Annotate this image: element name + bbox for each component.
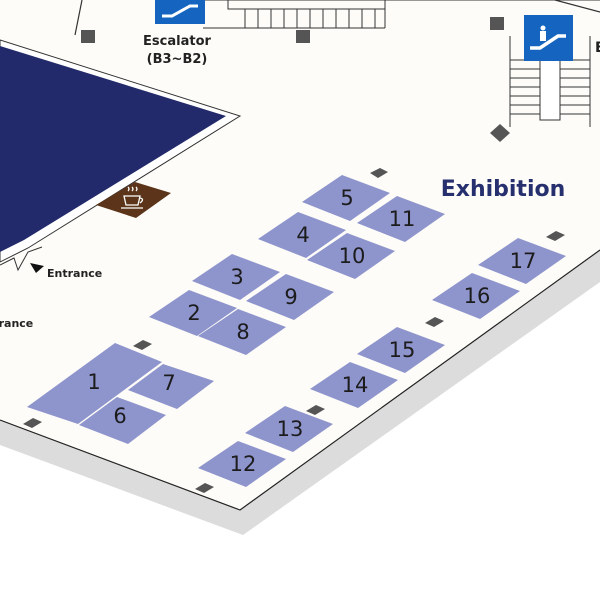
booth-13[interactable]: [245, 406, 333, 452]
booth-label: 3: [230, 265, 243, 289]
booth-14[interactable]: [310, 362, 398, 408]
pillar-icon: [425, 317, 444, 327]
booth-2[interactable]: [149, 290, 237, 336]
escalator-floors-label: (B3~B2): [147, 52, 208, 67]
pillar-icon: [546, 231, 565, 241]
pillars: [23, 17, 565, 493]
wall-line: [74, 0, 83, 36]
booth-8[interactable]: [198, 309, 286, 355]
booth-label: 14: [342, 373, 369, 397]
entrance-arrow-icon: [30, 263, 44, 273]
pillar-icon: [306, 405, 325, 415]
booth-12[interactable]: [198, 441, 286, 487]
section-title: Exhibition: [441, 177, 566, 202]
booth-label: 2: [187, 301, 200, 325]
booth-label: 4: [296, 223, 309, 247]
booth-1[interactable]: [27, 343, 162, 424]
coffee-icon: [121, 186, 144, 209]
booth-label: 8: [236, 320, 249, 344]
escalator-label: Escalator: [143, 34, 211, 49]
booth-15[interactable]: [357, 327, 445, 373]
pillar-icon: [490, 17, 504, 30]
escalator-icon: [155, 0, 205, 24]
booth-label: 1: [87, 370, 100, 394]
floor-edge: [0, 249, 600, 511]
pillar-icon: [296, 30, 310, 43]
booth-3[interactable]: [192, 254, 280, 300]
escalator-icon: [524, 15, 573, 61]
entrance-label: Entrance: [47, 267, 102, 280]
booth-label: 16: [464, 284, 491, 308]
booth-11[interactable]: [357, 196, 445, 242]
main-hall[interactable]: [0, 46, 226, 252]
floor-shadow: [0, 250, 600, 535]
booth-6[interactable]: [79, 397, 166, 444]
booth-label: 11: [389, 207, 416, 231]
pillar-icon: [195, 483, 214, 493]
booth-label: 7: [162, 371, 175, 395]
booth-7[interactable]: [128, 364, 214, 409]
booth-label: 10: [339, 244, 366, 268]
booth-label: 12: [230, 452, 257, 476]
cafe[interactable]: [96, 182, 171, 218]
booth-16[interactable]: [432, 273, 520, 319]
pillar-icon: [23, 418, 42, 428]
pillar-icon: [133, 340, 152, 350]
pillar-icon: [81, 30, 95, 43]
booth-label: 13: [277, 417, 304, 441]
pillar-icon: [370, 168, 388, 178]
booth-label: 6: [113, 404, 126, 428]
pillar-icon: [490, 124, 510, 142]
stairs: [509, 36, 591, 127]
stairs: [203, 0, 386, 29]
booth-4[interactable]: [258, 212, 346, 258]
booth-label: 15: [389, 338, 416, 362]
booth-9[interactable]: [246, 274, 334, 320]
booth-label: 9: [284, 285, 297, 309]
wall-line: [554, 0, 600, 13]
booth-label: 17: [510, 249, 537, 273]
entrance-door: [0, 246, 43, 272]
booth-label: 5: [340, 186, 353, 210]
booths: [27, 175, 566, 487]
entrance-label-2: Entrance: [0, 317, 33, 330]
booth-17[interactable]: [478, 238, 566, 284]
clipped-label: E: [595, 40, 600, 56]
booth-5[interactable]: [302, 175, 390, 221]
booth-10[interactable]: [307, 233, 395, 279]
